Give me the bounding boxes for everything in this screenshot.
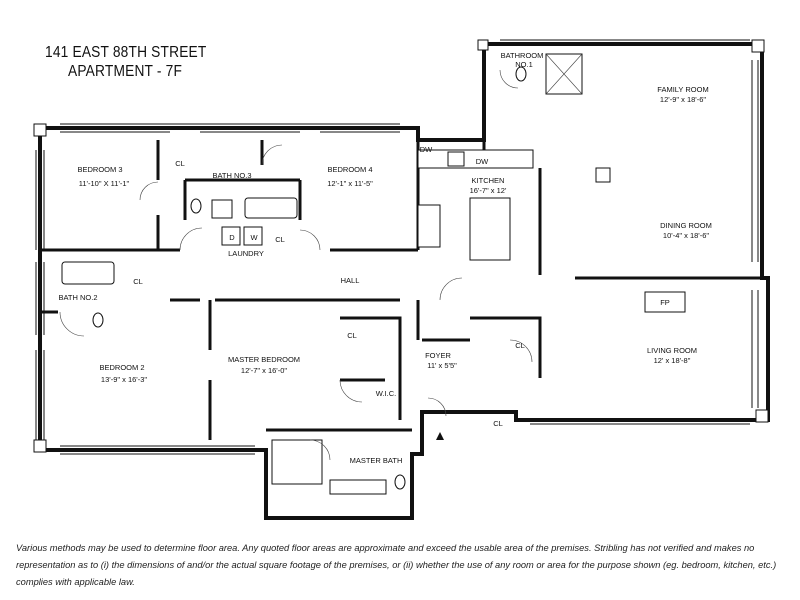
toilet-fixture-2 (92, 312, 104, 328)
master-bedroom-label: MASTER BEDROOM (228, 355, 300, 364)
kitchen-sink (447, 151, 465, 167)
entry-arrow-icon (436, 432, 444, 440)
bathroom-no1-sub: NO.1 (515, 60, 533, 69)
bath2-label: BATH NO.2 (58, 293, 97, 302)
master-bedroom-dims: 12'-7" x 16'-0" (241, 366, 287, 375)
foyer-dims: 11' x 5'5" (427, 361, 457, 370)
toilet-fixture (190, 198, 202, 214)
dryer-label: D (229, 233, 235, 242)
dw-label-2: DW (476, 157, 489, 166)
closet-label-2: CL (133, 277, 143, 286)
master-toilet (394, 474, 406, 490)
laundry-label: LAUNDRY (228, 249, 264, 258)
toilet-fixture-3 (515, 66, 527, 82)
dryer-fixture (221, 226, 241, 246)
bathtub-fixture-2 (61, 261, 115, 285)
bath3-label: BATH NO.3 (212, 171, 251, 180)
living-room-label: LIVING ROOM (647, 346, 697, 355)
closet-label-5: CL (493, 419, 503, 428)
foyer-label: FOYER (425, 351, 451, 360)
kitchen-island (469, 197, 511, 261)
closet-label-6: CL (275, 235, 285, 244)
address-title: 141 EAST 88TH STREET (45, 44, 207, 61)
fixtures (61, 53, 686, 495)
dining-room-dims: 10'-4" x 18'-6" (663, 231, 709, 240)
door-swings (59, 69, 533, 461)
sink-fixture (211, 199, 233, 219)
washer-label: W (250, 233, 258, 242)
kitchen-dims: 16'-7" x 12' (470, 186, 507, 195)
bedroom4-label: BEDROOM 4 (327, 165, 372, 174)
bathroom-no1-label: BATHROOM (501, 51, 544, 60)
bedroom4-dims: 12'-1" x 11'-5" (327, 179, 373, 188)
family-room-label: FAMILY ROOM (657, 85, 708, 94)
closet-label-1: CL (175, 159, 185, 168)
disclaimer-text: Various methods may be used to determine… (16, 543, 777, 587)
bathtub-fixture (244, 197, 298, 219)
living-room-dims: 12' x 18'-8" (654, 356, 691, 365)
fireplace (644, 291, 686, 313)
master-vanity (329, 479, 387, 495)
bedroom3-label: BEDROOM 3 (77, 165, 122, 174)
family-room-dims: 12'-9" x 18'-6" (660, 95, 706, 104)
master-bath-label: MASTER BATH (350, 456, 403, 465)
column (595, 167, 611, 183)
room-labels: BATHROOM NO.1 FAMILY ROOM 12'-9" x 18'-6… (58, 51, 711, 465)
master-shower (271, 439, 323, 485)
fireplace-label: FP (660, 298, 670, 307)
dining-room-label: DINING ROOM (660, 221, 712, 230)
bedroom3-dims: 11'-10" X 11'-1" (79, 179, 130, 188)
dw-label-1: DW (420, 145, 433, 154)
closet-label-4: CL (515, 341, 525, 350)
kitchen-label: KITCHEN (472, 176, 505, 185)
bedroom2-dims: 13'-9" x 16'-3" (101, 375, 147, 384)
bedroom2-label: BEDROOM 2 (99, 363, 144, 372)
apartment-title: APARTMENT - 7F (68, 63, 183, 80)
range-fixture (417, 204, 441, 248)
closet-label-3: CL (347, 331, 357, 340)
kitchen-counter (417, 149, 534, 169)
hall-label: HALL (341, 276, 360, 285)
washer-fixture (243, 226, 263, 246)
wic-label: W.I.C. (376, 389, 396, 398)
